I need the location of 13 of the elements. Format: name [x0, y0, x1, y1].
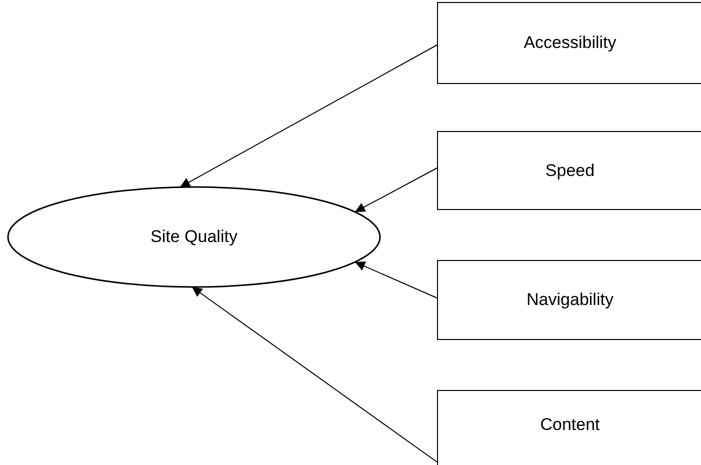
node-label: Accessibility — [524, 33, 616, 53]
arrow — [180, 44, 438, 188]
factor-box — [437, 2, 701, 84]
node-label: Content — [540, 415, 600, 435]
factor-box — [437, 260, 701, 340]
node-label: Navigability — [526, 290, 614, 310]
node-label: Speed — [545, 160, 595, 180]
arrow — [192, 286, 438, 462]
arrow — [354, 168, 438, 212]
node-label: Site Quality — [150, 227, 238, 247]
factor-box — [437, 390, 701, 465]
factor-box — [437, 131, 701, 210]
arrow — [354, 261, 438, 298]
